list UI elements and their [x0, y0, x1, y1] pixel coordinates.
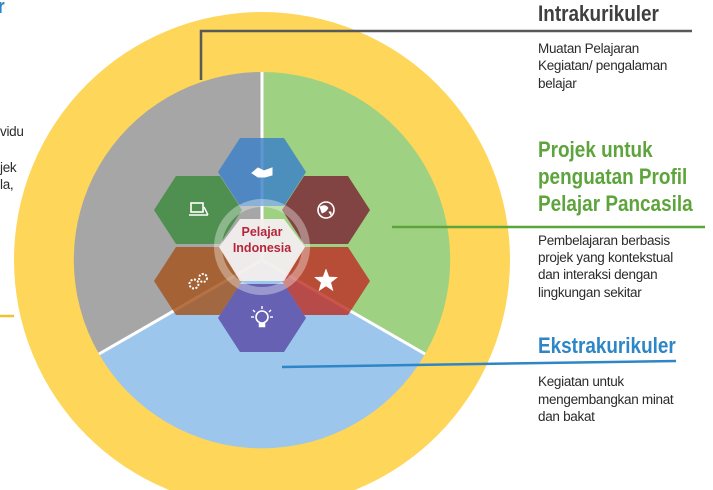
intrakurikuler-line-3: belajar: [538, 76, 577, 91]
projek-heading-line-1: Projek untuk: [538, 137, 653, 162]
left-cut-line-3: jek: [0, 160, 17, 175]
projek-line-1: Pembelajaran berbasis: [538, 233, 670, 248]
hexagon-star-people: [282, 247, 370, 315]
center-hexagon: Pelajar Indonesia: [219, 219, 305, 281]
hexagon-handshake: [218, 138, 306, 206]
left-cut-line-1: vidu: [0, 124, 24, 139]
handshake-icon: [251, 167, 273, 178]
inner-ring-overlay: [214, 199, 310, 295]
leader-line-ekstrakurikuler: [281, 359, 677, 369]
globe-icon: [317, 201, 335, 219]
leader-line-intrakurikuler: [199, 29, 692, 80]
projek-heading-line-2: penguatan Profil: [538, 164, 688, 189]
left-cut-line-4: la,: [0, 177, 14, 192]
ekstrakurikuler-line-3: dan bakat: [538, 409, 595, 424]
presentation-icon: [189, 202, 209, 216]
lightbulb-icon: [251, 306, 273, 328]
hexagon-cluster: [154, 138, 370, 352]
ekstrakurikuler-line-2: mengembangkan minat: [538, 392, 674, 407]
center-label-line1: Pelajar: [241, 225, 282, 239]
projek-line-2: projek yang kontekstual: [538, 250, 673, 265]
projek-line-4: lingkungan sekitar: [538, 285, 642, 300]
hexagon-presentation: [154, 176, 242, 244]
gears-icon: [188, 273, 208, 290]
intrakurikuler-heading: Intrakurikuler: [538, 1, 659, 26]
ekstrakurikuler-line-1: Kegiatan untuk: [538, 374, 624, 389]
projek-line-3: dan interaksi dengan: [538, 267, 658, 282]
intrakurikuler-line-1: Muatan Pelajaran: [538, 41, 640, 56]
intrakurikuler-line-2: Kegiatan/ pengalaman: [538, 58, 668, 73]
star-people-icon: [313, 268, 339, 292]
hexagon-globe: [282, 176, 370, 244]
center-label-line2: Indonesia: [233, 241, 292, 255]
hexagon-gears: [154, 247, 242, 315]
hexagon-lightbulb: [218, 284, 306, 352]
projek-heading-line-3: Pelajar Pancasila: [538, 191, 693, 216]
leader-lines: [0, 29, 705, 369]
left-cut-heading-fragment: r: [0, 0, 5, 19]
ekstrakurikuler-heading: Ekstrakurikuler: [538, 333, 676, 358]
